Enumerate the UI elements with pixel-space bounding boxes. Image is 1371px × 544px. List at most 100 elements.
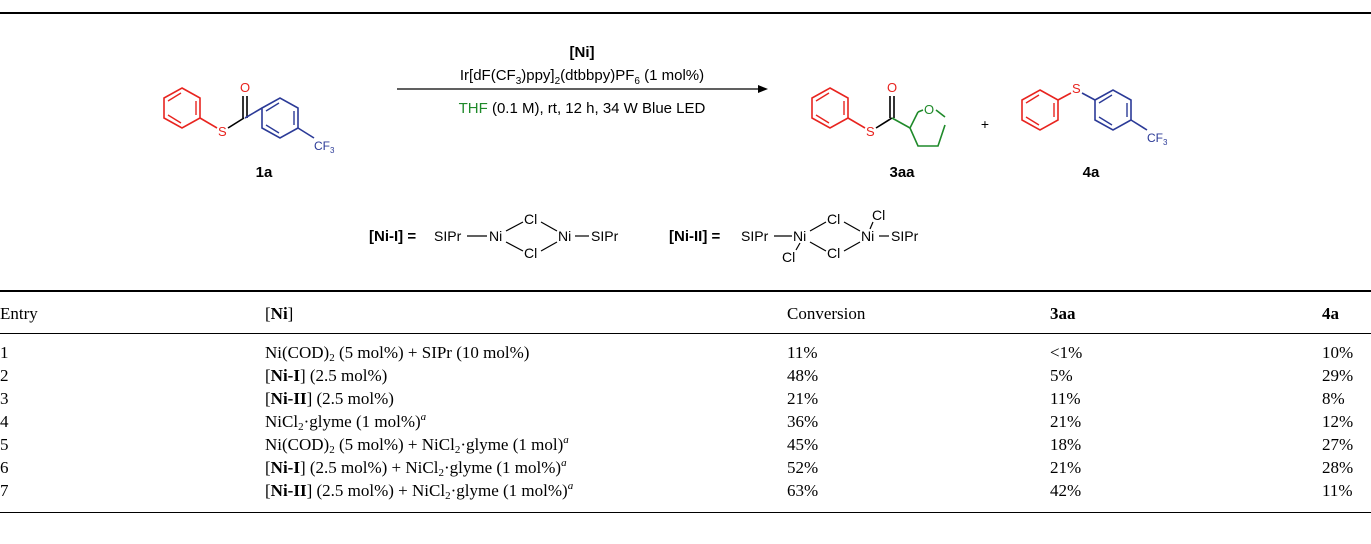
aromatic-bond	[167, 92, 182, 102]
conditions-label: THF (0.1 M), rt, 12 h, 34 W Blue LED	[459, 100, 706, 117]
bond	[843, 221, 861, 232]
bond	[869, 221, 874, 230]
header-3aa: 3aa	[1050, 304, 1076, 323]
cell-entry: 2	[0, 366, 9, 385]
bond	[795, 242, 801, 251]
bond	[505, 221, 524, 232]
product-4a: S CF3 4a	[1021, 81, 1168, 181]
table-header-rule	[0, 333, 1371, 334]
sipr-right: SIPr	[891, 228, 919, 244]
cell-entry: 4	[0, 412, 9, 431]
aromatic-bond	[1098, 116, 1113, 126]
phenyl-ring-red	[163, 87, 201, 129]
cell-entry: 6	[0, 458, 9, 477]
table-row: 4 NiCl2·glyme (1 mol%)a 36% 21% 12%	[0, 411, 1371, 433]
conditions-rest: (0.1 M), rt, 12 h, 34 W Blue LED	[488, 100, 706, 117]
cl-terminal-left: Cl	[782, 249, 795, 265]
table-row: 2 [Ni-I] (2.5 mol%) 48% 5% 29%	[0, 365, 1371, 387]
bond-aryl-cf3	[297, 127, 315, 139]
cell-ni: Ni(COD)2 (5 mol%) + SIPr (10 mol%)	[265, 343, 530, 364]
table-row: 1 Ni(COD)2 (5 mol%) + SIPr (10 mol%) 11%…	[0, 342, 1371, 364]
product2-label: 4a	[1083, 164, 1100, 181]
thf-oxygen: O	[924, 102, 934, 117]
cl-top: Cl	[524, 211, 537, 227]
substrate-label: 1a	[256, 164, 273, 181]
bond-c-thf	[891, 117, 911, 129]
cell-3aa: 21%	[1050, 458, 1082, 477]
ni-atom: Ni	[861, 228, 874, 244]
aryl-ring-blue	[1094, 89, 1132, 131]
cell-conversion: 45%	[787, 435, 819, 454]
bond	[505, 241, 524, 252]
cell-3aa: 42%	[1050, 481, 1082, 500]
photocatalyst-label: Ir[dF(CF3)ppy]2(dtbbpy)PF6 (1 mol%)	[460, 67, 704, 87]
aromatic-bond	[1025, 116, 1040, 126]
cell-ni: [Ni-I] (2.5 mol%) + NiCl2·glyme (1 mol%)…	[265, 457, 567, 479]
phenyl-ring-red	[1021, 89, 1059, 131]
cell-conversion: 21%	[787, 389, 819, 408]
cell-entry: 5	[0, 435, 9, 454]
cell-3aa: 5%	[1050, 366, 1073, 385]
ni-atom: Ni	[793, 228, 806, 244]
bond	[809, 221, 827, 232]
catalyst-label: [Ni]	[570, 44, 595, 61]
cell-ni: NiCl2·glyme (1 mol%)a	[265, 411, 427, 433]
cell-entry: 1	[0, 343, 9, 362]
cell-ni: Ni(COD)2 (5 mol%) + NiCl2·glyme (1 mol)a	[265, 434, 569, 456]
cell-4a: 29%	[1322, 366, 1354, 385]
bond-s-c	[227, 117, 245, 129]
header-entry: Entry	[0, 304, 38, 323]
product-3aa: S O O 3aa	[811, 80, 946, 181]
cell-3aa: 18%	[1050, 435, 1082, 454]
sulfur-atom: S	[1072, 81, 1081, 96]
cell-3aa: 11%	[1050, 389, 1081, 408]
bond-s-c	[875, 117, 893, 129]
aryl-ring-blue	[261, 97, 299, 139]
bond	[540, 221, 558, 232]
cell-4a: 28%	[1322, 458, 1354, 477]
reaction-arrow-group: [Ni] Ir[dF(CF3)ppy]2(dtbbpy)PF6 (1 mol%)…	[397, 44, 768, 117]
cell-3aa: <1%	[1050, 343, 1083, 362]
cell-ni: [Ni-II] (2.5 mol%) + NiCl2·glyme (1 mol%…	[265, 480, 574, 502]
thf-ring-green	[909, 111, 946, 147]
bond-ph-s	[1057, 92, 1072, 101]
table-top-rule	[0, 290, 1371, 292]
cl-terminal-right: Cl	[872, 207, 885, 223]
cell-ni: [Ni-I] (2.5 mol%)	[265, 366, 388, 385]
cell-4a: 27%	[1322, 435, 1354, 454]
ni-atom: Ni	[558, 228, 571, 244]
aromatic-bond	[815, 114, 830, 124]
table-header-row: Entry [Ni] Conversion 3aa 4a	[0, 303, 1371, 325]
cell-conversion: 52%	[787, 458, 819, 477]
cell-3aa: 21%	[1050, 412, 1082, 431]
oxygen-atom: O	[240, 80, 250, 95]
bond-aryl-cf3	[1130, 119, 1148, 131]
cell-conversion: 36%	[787, 412, 819, 431]
cell-conversion: 11%	[787, 343, 818, 362]
table-row: 7 [Ni-II] (2.5 mol%) + NiCl2·glyme (1 mo…	[0, 480, 1371, 502]
sipr-left: SIPr	[434, 228, 462, 244]
bond	[540, 241, 558, 252]
bond-s-aryl	[1081, 92, 1096, 101]
ni-ii-label: [Ni-II] =	[669, 228, 720, 245]
oxygen-atom: O	[887, 80, 897, 95]
bond	[843, 241, 861, 252]
phenyl-ring-red	[811, 87, 849, 129]
top-rule	[0, 12, 1371, 14]
cell-entry: 7	[0, 481, 9, 500]
cl-bottom: Cl	[524, 245, 537, 261]
header-ni: [Ni]	[265, 304, 294, 323]
ni-i-structure: [Ni-I] = SIPr Ni Cl Cl Ni SIPr	[369, 211, 619, 261]
aromatic-bond	[167, 114, 182, 124]
cell-4a: 10%	[1322, 343, 1354, 362]
cell-ni: [Ni-II] (2.5 mol%)	[265, 389, 394, 408]
cell-entry: 3	[0, 389, 9, 408]
table-row: 6 [Ni-I] (2.5 mol%) + NiCl2·glyme (1 mol…	[0, 457, 1371, 479]
product1-label: 3aa	[889, 164, 915, 181]
sipr-right: SIPr	[591, 228, 619, 244]
cell-4a: 8%	[1322, 389, 1345, 408]
aromatic-bond	[265, 102, 280, 112]
cl-bottom: Cl	[827, 245, 840, 261]
solvent-thf: THF	[459, 100, 488, 117]
ni-atom: Ni	[489, 228, 502, 244]
